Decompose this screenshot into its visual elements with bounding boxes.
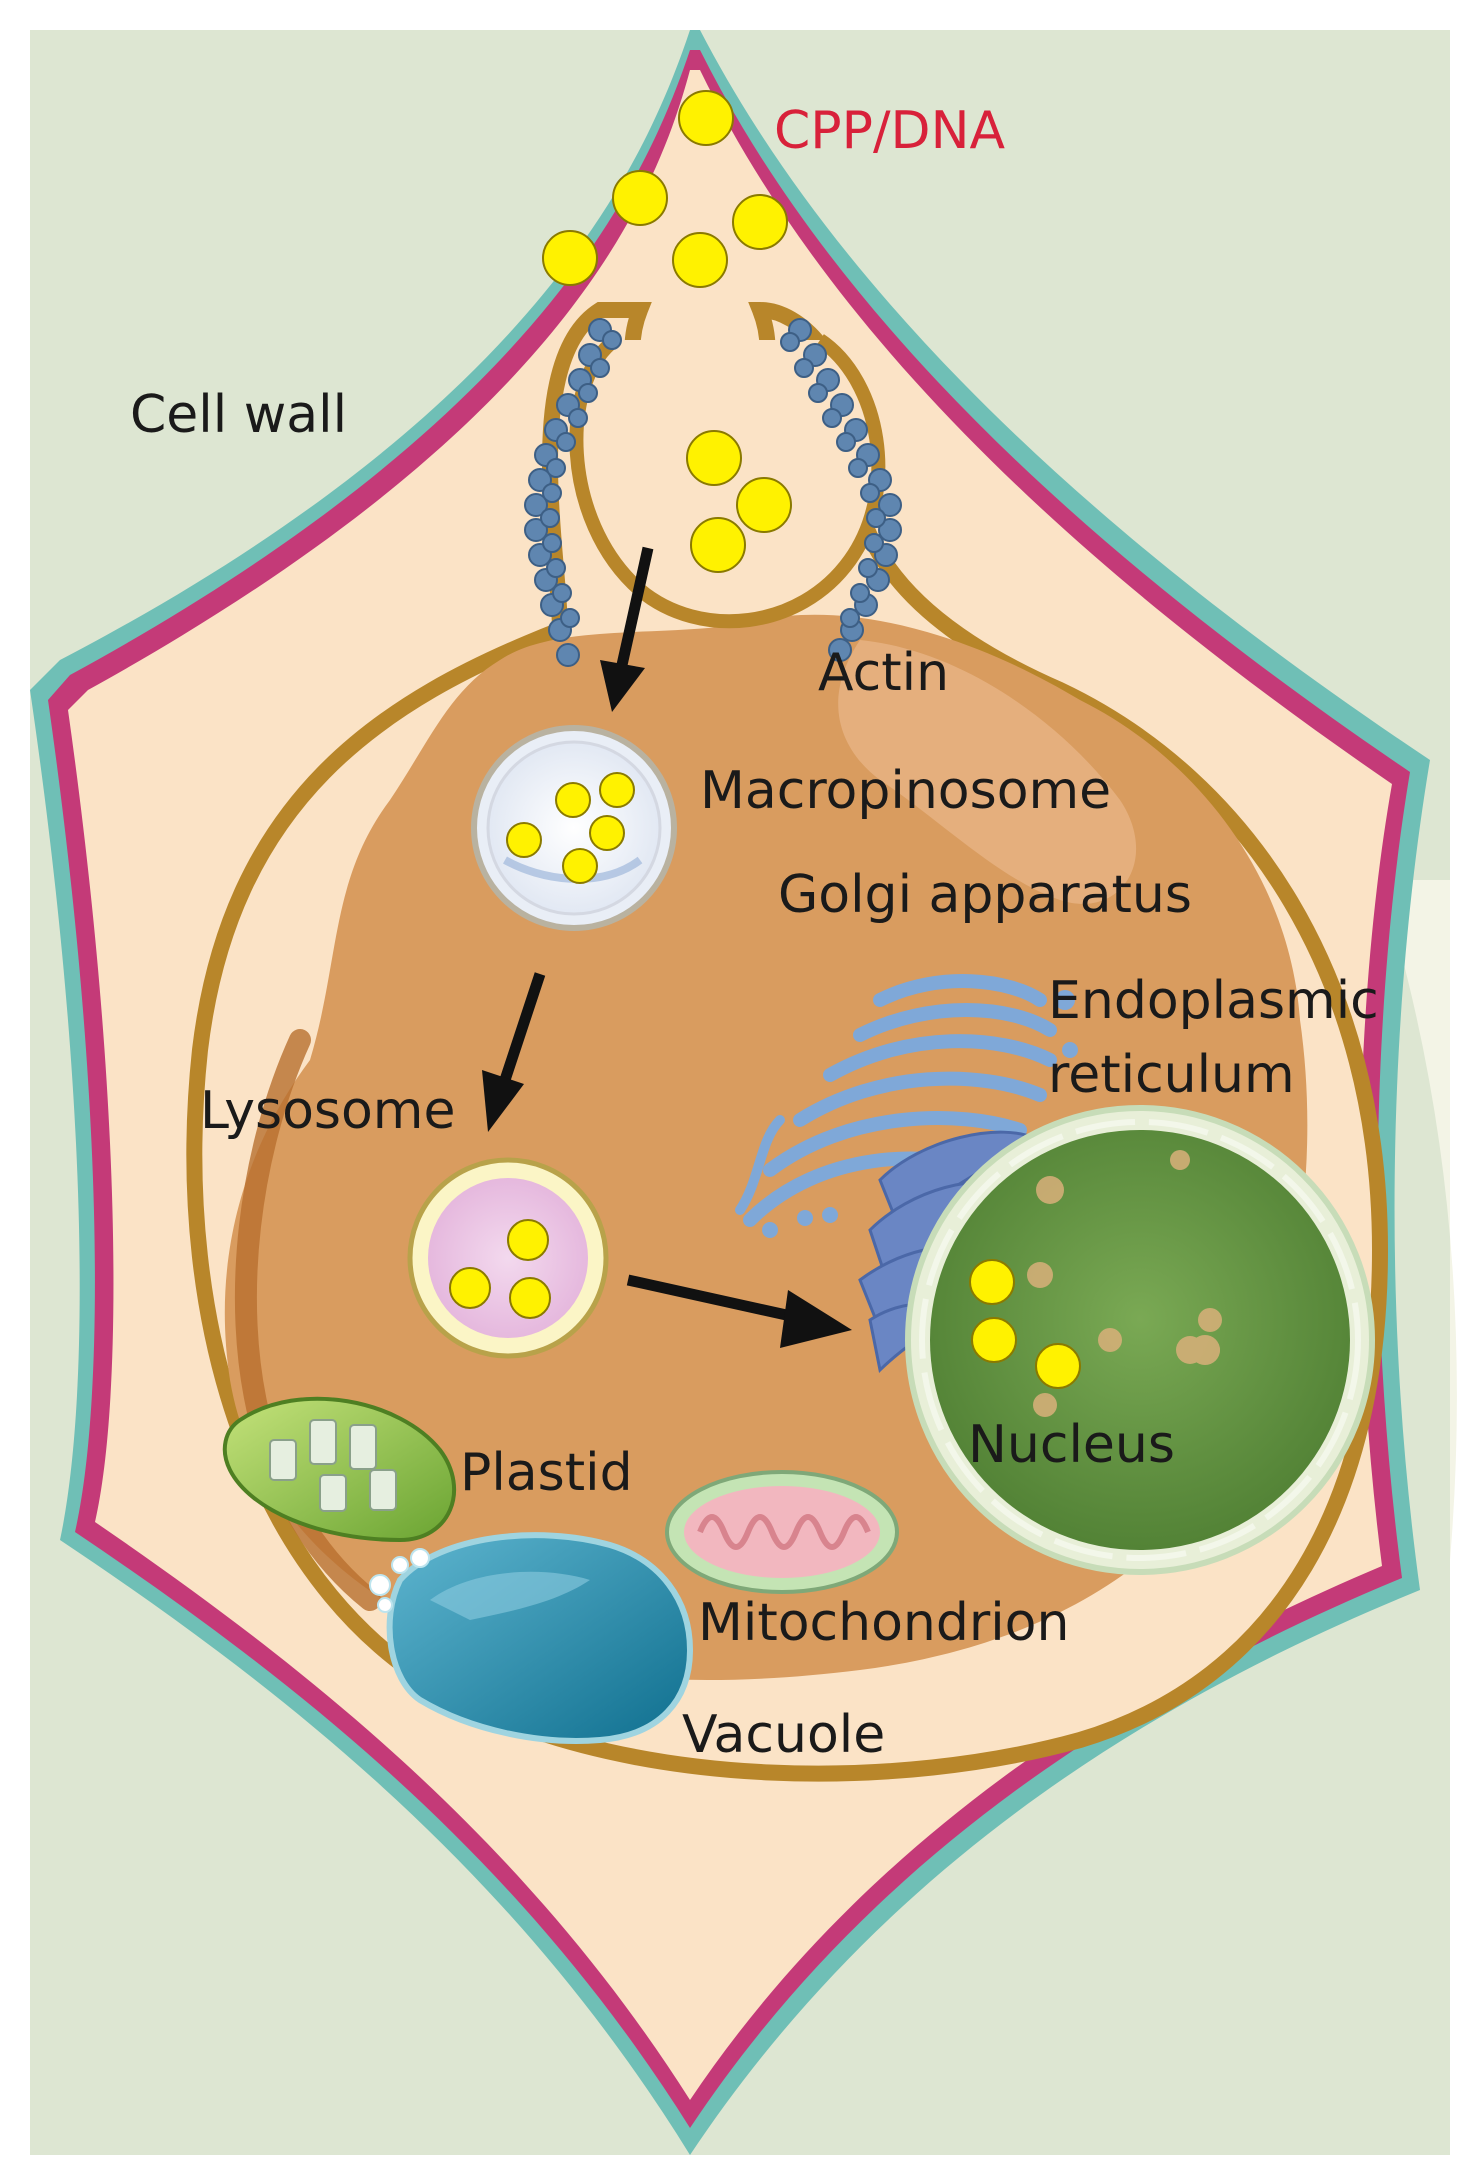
mitochondrion bbox=[665, 1470, 899, 1594]
label-nucleus: Nucleus bbox=[968, 1415, 1175, 1475]
label-cell-wall: Cell wall bbox=[130, 385, 347, 445]
label-plastid: Plastid bbox=[460, 1443, 633, 1503]
cpp-dna-particles-outside bbox=[542, 90, 788, 288]
label-golgi-apparatus: Golgi apparatus bbox=[778, 865, 1192, 925]
plastid bbox=[222, 1396, 457, 1543]
actin-filaments bbox=[524, 318, 902, 667]
cpp-dna-particles-cup bbox=[686, 430, 792, 573]
neighbor-cell-right bbox=[1380, 880, 1457, 1560]
arrow-to-lysosome bbox=[482, 972, 546, 1132]
label-macropinosome: Macropinosome bbox=[700, 761, 1111, 821]
label-actin: Actin bbox=[818, 643, 949, 703]
label-endoplasmic: Endoplasmic bbox=[1048, 971, 1379, 1031]
lysosome bbox=[407, 1157, 609, 1359]
cytoplasm-streak bbox=[234, 1029, 381, 1611]
label-lysosome: Lysosome bbox=[200, 1081, 455, 1141]
vacuole bbox=[369, 1532, 694, 1744]
golgi-apparatus bbox=[735, 974, 1078, 1238]
label-vacuole: Vacuole bbox=[682, 1705, 885, 1765]
arrow-to-nucleus bbox=[626, 1274, 852, 1348]
arrow-uptake bbox=[600, 546, 654, 712]
macropinosome bbox=[471, 725, 677, 931]
label-mitochondrion: Mitochondrion bbox=[698, 1593, 1069, 1653]
cytoplasm-lighter-lobe bbox=[838, 640, 1137, 904]
label-cpp-dna: CPP/DNA bbox=[774, 101, 1005, 161]
label-reticulum: reticulum bbox=[1048, 1045, 1295, 1105]
nucleus bbox=[905, 1105, 1375, 1575]
